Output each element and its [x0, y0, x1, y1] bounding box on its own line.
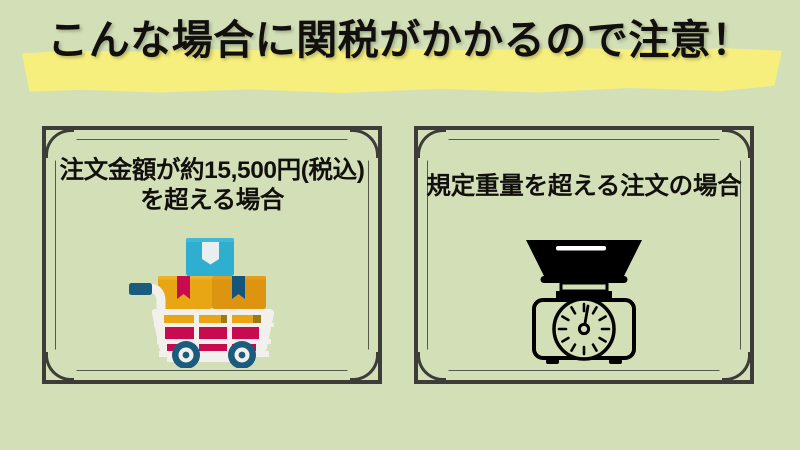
corner-ornament-top-right — [722, 129, 751, 158]
page-header: こんな場合に関税がかかるので注意！ — [0, 0, 800, 108]
card-caption-order-weight: 規定重量を超える注文の場合 — [426, 173, 742, 200]
illustration-slot-right — [418, 236, 750, 368]
corner-ornament-top-right — [350, 129, 379, 158]
card-order-amount: 注文金額が約15,500円(税込) を超える場合 — [42, 126, 382, 384]
card-inner-frame — [427, 139, 741, 371]
condition-cards: 注文金額が約15,500円(税込) を超える場合 — [0, 126, 800, 388]
page-title: こんな場合に関税がかかるので注意！ — [47, 17, 753, 63]
illustration-slot-left — [46, 233, 378, 368]
card-caption-order-amount: 注文金額が約15,500円(税込) を超える場合 — [59, 157, 365, 214]
corner-ornament-top-left — [45, 129, 74, 158]
shopping-cart-icon — [129, 238, 275, 368]
card-order-weight: 規定重量を超える注文の場合 — [414, 126, 754, 384]
corner-ornament-top-left — [417, 129, 446, 158]
kitchen-scale-icon — [526, 240, 642, 364]
card-inner-frame — [55, 139, 369, 371]
highlighter-marker — [22, 47, 782, 93]
